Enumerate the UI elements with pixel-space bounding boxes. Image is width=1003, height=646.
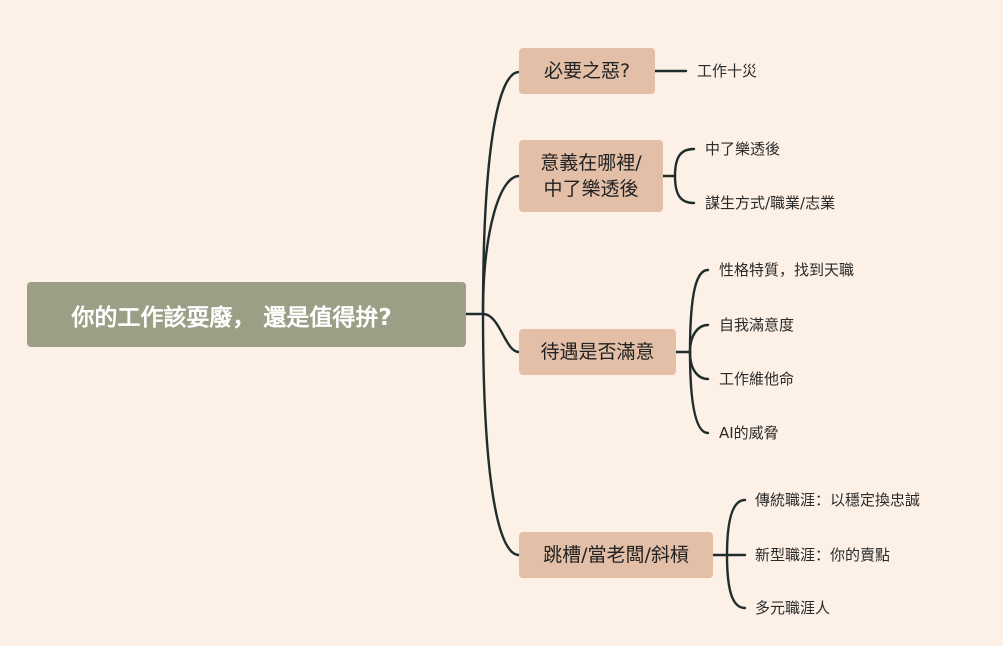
leaf-topic[interactable]: AI的威脅 (719, 424, 779, 442)
leaf-topic[interactable]: 工作十災 (697, 62, 758, 80)
connector-branch-2 (481, 174, 521, 316)
connector-branch-4 (481, 312, 521, 557)
branch-topic-2[interactable]: 意義在哪裡/ 中了樂透後 (519, 140, 663, 212)
connector-branch-1 (481, 70, 521, 316)
root-topic-label: 你的工作該耍廢， 還是值得拚? (71, 304, 392, 331)
leaf-topic[interactable]: 傳統職涯：以穩定換忠誠 (755, 491, 921, 509)
connector-leaf-3-3 (688, 350, 710, 381)
branch-topic-label: 待遇是否滿意 (540, 341, 655, 363)
connector-leaf-4-1 (725, 498, 747, 557)
leaf-topic[interactable]: 自我滿意度 (719, 316, 795, 334)
branch-topic-label: 跳槽/當老闆/斜槓 (543, 544, 689, 566)
connector-leaf-3-4 (688, 350, 710, 435)
branch-topic-4[interactable]: 跳槽/當老闆/斜槓 (519, 532, 713, 578)
connector-branch-3 (481, 312, 521, 354)
branch-topic-label-line1: 意義在哪裡/ (540, 152, 642, 174)
connector-leaf-4-3 (725, 553, 747, 610)
connector-leaf-2-1 (673, 147, 696, 178)
branch-topic-label-line2: 中了樂透後 (543, 178, 639, 200)
leaf-topic[interactable]: 性格特質，找到天職 (719, 261, 855, 279)
branch-topic-3[interactable]: 待遇是否滿意 (519, 329, 676, 375)
leaf-topic[interactable]: 工作維他命 (719, 370, 795, 388)
leaf-topic[interactable]: 多元職涯人 (755, 599, 831, 617)
leaf-topic[interactable]: 謀生方式/職業/志業 (705, 194, 836, 212)
branch-topic-1[interactable]: 必要之惡? (519, 48, 655, 94)
root-topic[interactable]: 你的工作該耍廢， 還是值得拚? (27, 282, 466, 347)
connector-leaf-2-2 (673, 174, 696, 205)
leaf-topic[interactable]: 新型職涯：你的賣點 (755, 546, 891, 564)
connector-leaf-3-1 (688, 268, 710, 354)
connector-leaf-3-2 (688, 323, 710, 354)
branch-topic-label: 必要之惡? (543, 60, 631, 82)
leaf-topic[interactable]: 中了樂透後 (705, 140, 781, 158)
